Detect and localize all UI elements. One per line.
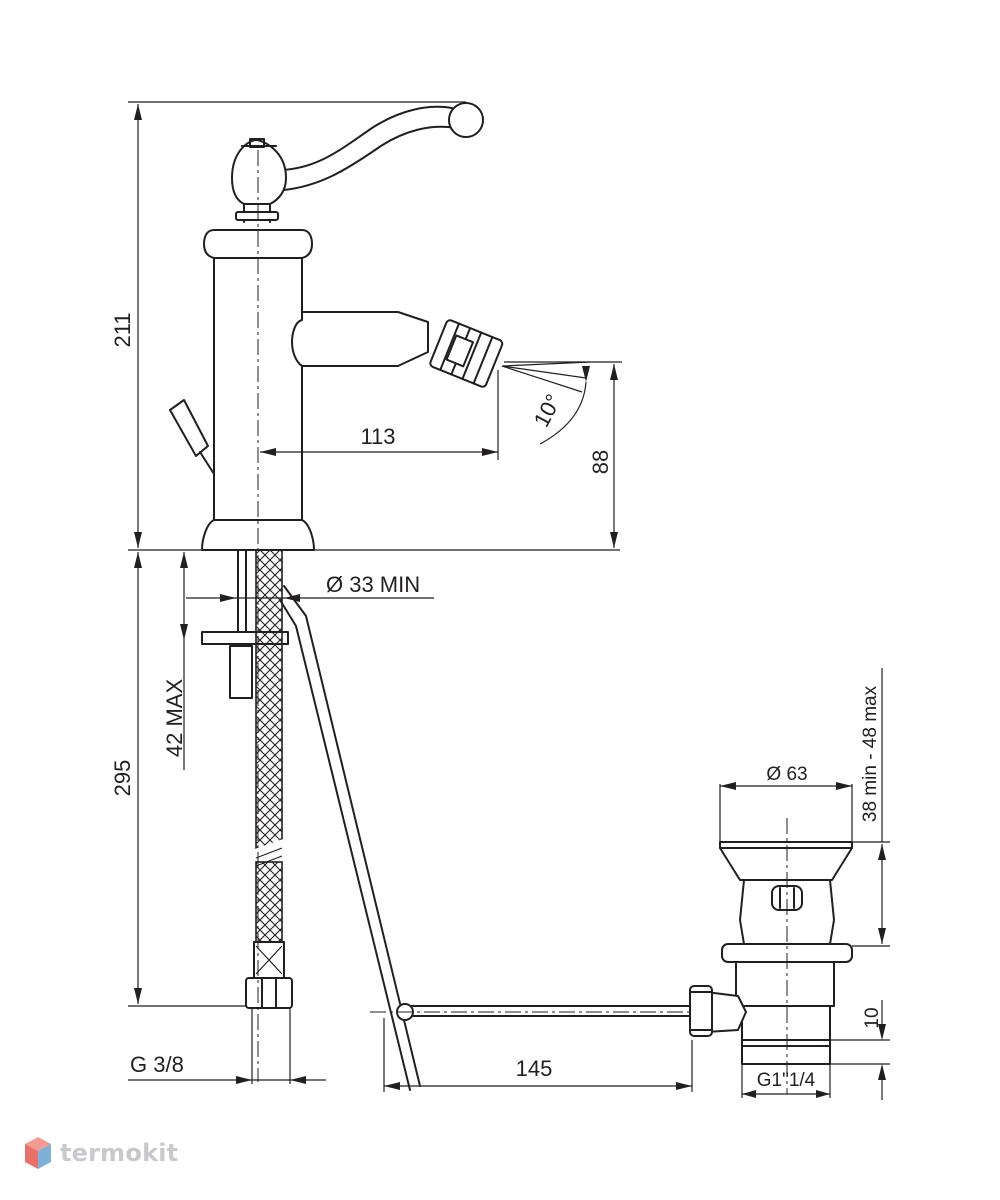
- label-88: 88: [588, 450, 613, 474]
- label-38-min-48-max: 38 min - 48 max: [860, 685, 881, 822]
- label-10: 10: [862, 1007, 883, 1028]
- waste-tail: [741, 1039, 831, 1065]
- label-diameter-63: Ø 63: [766, 764, 807, 785]
- hose-nut: [245, 977, 293, 1009]
- mounting-stud: [237, 549, 247, 641]
- label-g-3-8: G 3/8: [130, 1052, 184, 1077]
- body-column: [213, 257, 303, 521]
- dimension-lines: [128, 101, 890, 1100]
- fixing-nut: [229, 645, 253, 699]
- popup-waste: [689, 841, 853, 1065]
- mounting-assembly: [201, 549, 421, 1091]
- pull-rod: [283, 585, 421, 1087]
- label-211: 211: [110, 312, 135, 347]
- braided-hose: [255, 549, 283, 851]
- label-113: 113: [360, 424, 395, 449]
- lever-ball: [448, 102, 484, 138]
- faucet-body: [169, 102, 504, 551]
- label-145: 145: [516, 1056, 553, 1081]
- label-g1-1-4: G1"1/4: [757, 1070, 816, 1091]
- label-10-degree: 10°: [529, 390, 567, 431]
- angle-arc: [539, 381, 587, 445]
- handle-cap: [231, 139, 287, 205]
- label-42-max: 42 MAX: [162, 679, 187, 758]
- spout: [291, 311, 429, 367]
- spray-cone: [501, 361, 591, 393]
- watermark: termokit: [24, 1136, 178, 1170]
- cube-logo-icon: [25, 1137, 51, 1169]
- lift-rod-knob: [169, 399, 209, 457]
- waste-plug: [719, 847, 853, 881]
- center-lines: [257, 150, 788, 1094]
- watermark-text: termokit: [60, 1139, 179, 1167]
- spray-nozzle: [429, 319, 504, 388]
- lever-handle: [281, 105, 453, 171]
- waste-rod: [409, 1005, 691, 1017]
- label-diameter-33-min: Ø 33 MIN: [326, 572, 420, 597]
- label-295: 295: [110, 760, 135, 797]
